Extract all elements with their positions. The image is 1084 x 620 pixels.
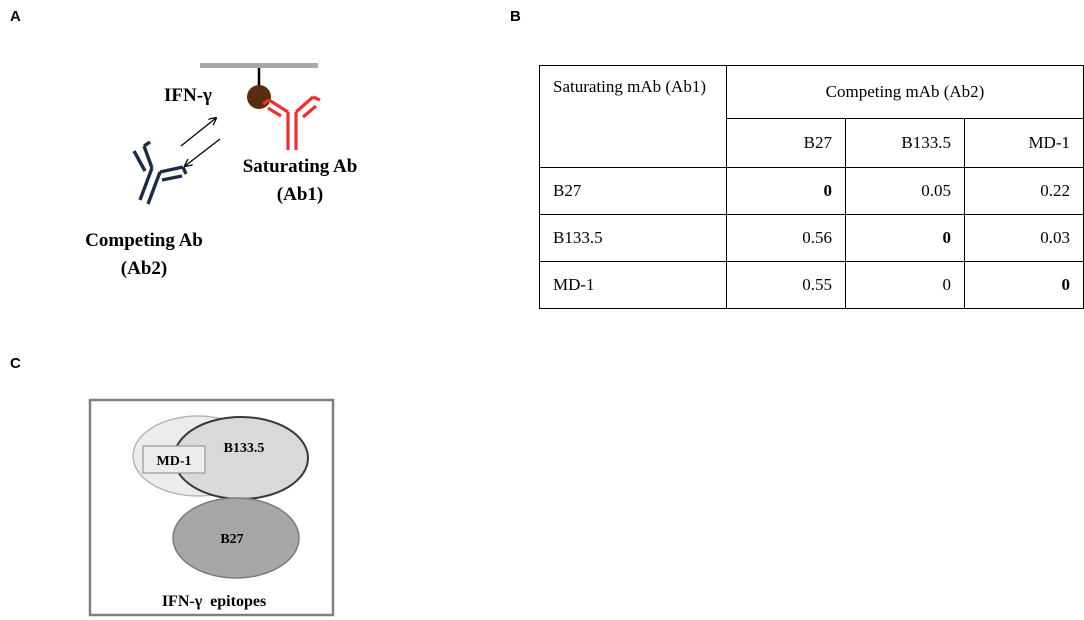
panel-c-letter: C (10, 355, 21, 372)
row-label: B27 (539, 167, 727, 215)
table-cell: 0.56 (726, 214, 846, 262)
row-header-cell: Saturating mAb (Ab1) (539, 65, 727, 168)
table-row: B133.5 0.56 0 0.03 (539, 214, 1084, 262)
table-cell: 0.05 (845, 167, 965, 215)
epitope-map-caption: IFN-γ epitopes (162, 593, 266, 610)
md1-label: MD-1 (157, 454, 192, 469)
table-row: B27 0 0.05 0.22 (539, 167, 1084, 215)
md1-label-box (142, 445, 206, 474)
saturating-antibody-icon (262, 95, 321, 150)
table-subheader-row: B27 B133.5 MD-1 (540, 118, 1084, 168)
column-header: MD-1 (964, 118, 1084, 168)
row-label: B133.5 (539, 214, 727, 262)
table-cell: 0.22 (964, 167, 1084, 215)
saturating-ab-label: Saturating Ab (243, 156, 358, 177)
column-group-header: Competing mAb (Ab2) (726, 64, 1084, 120)
competing-antibody-icon (132, 140, 188, 205)
panel-a-letter: A (10, 8, 21, 25)
saturating-ab-sublabel: (Ab1) (277, 184, 323, 205)
table-row: MD-1 0.55 0 0 (539, 261, 1084, 309)
competition-schematic: IFN-γ Saturating Ab (Ab1) Competing Ab (… (85, 63, 358, 279)
row-label: MD-1 (539, 261, 727, 309)
ifn-gamma-ligand (247, 85, 271, 109)
column-header: B133.5 (845, 118, 965, 168)
b1335-label: B133.5 (224, 441, 265, 456)
competing-ab-sublabel: (Ab2) (121, 258, 167, 279)
forward-arrow (180, 118, 216, 147)
ligand-label: IFN-γ (164, 85, 212, 106)
table-header-row: Saturating mAb (Ab1) Competing mAb (Ab2) (539, 64, 1084, 168)
competition-table: Saturating mAb (Ab1) Competing mAb (Ab2)… (539, 64, 1084, 309)
b27-epitope-ellipse (172, 497, 300, 579)
reverse-arrow (185, 138, 221, 166)
table-cell: 0 (845, 214, 965, 262)
b27-label: B27 (220, 532, 243, 547)
column-header: B27 (726, 118, 846, 168)
epitope-map: MD-1 B133.5 B27 IFN-γ epitopes (88, 398, 335, 617)
table-cell: 0 (845, 261, 965, 309)
competing-ab-label: Competing Ab (85, 230, 203, 251)
table-cell: 0.03 (964, 214, 1084, 262)
table-cell: 0 (964, 261, 1084, 309)
table-cell: 0.55 (726, 261, 846, 309)
panel-b-letter: B (510, 8, 521, 25)
cell-surface (200, 63, 318, 68)
table-cell: 0 (726, 167, 846, 215)
